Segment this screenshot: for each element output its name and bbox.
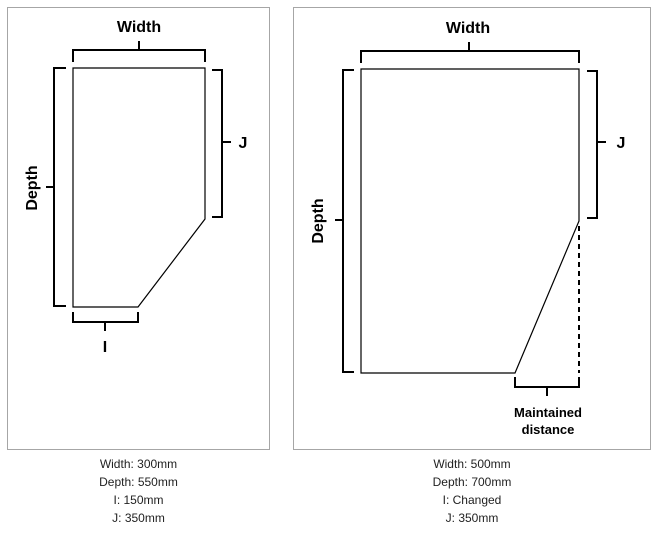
right-spec-i: I: Changed	[442, 493, 502, 507]
right-maintained-label-line2: distance	[522, 422, 575, 437]
left-i-label: I	[103, 339, 107, 356]
left-depth-brace	[46, 67, 66, 307]
left-diagram: Width Depth J I	[24, 19, 247, 356]
right-spec-width: Width: 500mm	[433, 457, 511, 471]
left-width-label: Width	[117, 19, 161, 36]
left-shape-outline	[72, 67, 206, 308]
right-maintained-label: Maintained	[514, 405, 582, 420]
right-spec-j: J: 350mm	[445, 511, 499, 525]
right-shape-outline	[360, 68, 580, 374]
left-j-brace	[212, 69, 231, 218]
right-diagram-panel	[293, 7, 651, 450]
right-width-brace	[360, 42, 580, 63]
left-spec-depth: Depth: 550mm	[99, 475, 178, 489]
right-spec-caption: Width: 500mm Depth: 700mm I: Changed J: …	[293, 455, 651, 527]
left-spec-caption: Width: 300mm Depth: 550mm I: 150mm J: 35…	[7, 455, 270, 527]
right-depth-brace	[335, 69, 354, 373]
right-j-brace	[587, 70, 606, 219]
left-width-brace	[72, 41, 206, 62]
left-diagram-panel	[7, 7, 270, 450]
right-maintained-brace	[514, 377, 580, 396]
left-i-brace	[72, 312, 139, 331]
right-diagram: Width Depth J Maintained distance	[310, 20, 625, 437]
left-j-label: J	[239, 135, 248, 152]
right-width-label: Width	[446, 20, 490, 37]
right-depth-label: Depth	[310, 198, 327, 243]
left-spec-j: J: 350mm	[112, 511, 165, 525]
left-spec-width: Width: 300mm	[99, 457, 178, 471]
right-spec-depth: Depth: 700mm	[432, 475, 512, 489]
right-j-label: J	[617, 135, 626, 152]
left-spec-i: I: 150mm	[113, 493, 164, 507]
left-depth-label: Depth	[24, 165, 41, 210]
